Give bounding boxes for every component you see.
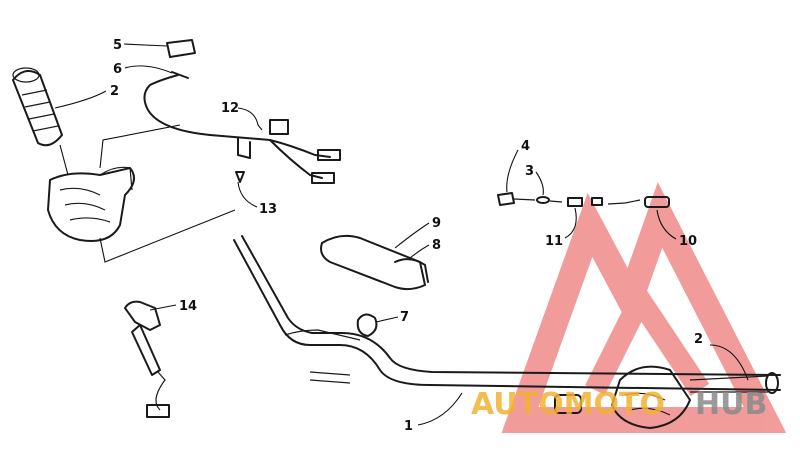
callout-2-left: 2	[110, 84, 119, 99]
callout-10: 10	[679, 234, 697, 249]
svg-text:AUTOMOTO: AUTOMOTO	[471, 387, 665, 422]
callout-6: 6	[113, 62, 122, 77]
leader-1	[417, 392, 463, 426]
callout-7: 7	[400, 310, 409, 325]
leader-3	[535, 171, 544, 196]
callout-11: 11	[545, 234, 563, 249]
connector-chain	[497, 192, 670, 208]
grip-sleeve	[320, 234, 429, 291]
leader-2-left	[54, 90, 107, 109]
watermark-text: AUTOMOTO HUB	[471, 387, 767, 422]
left-switch-housing	[47, 166, 135, 242]
handlebar-tube	[233, 235, 781, 391]
right-grip-assembly	[554, 365, 779, 429]
callout-3: 3	[525, 164, 534, 179]
svg-text:HUB: HUB	[695, 387, 767, 422]
callout-2-right: 2	[694, 332, 703, 347]
mounting-screw	[235, 171, 245, 183]
leader-14	[149, 304, 177, 311]
callout-9: 9	[432, 216, 441, 231]
leader-4	[506, 149, 519, 193]
left-grip	[12, 67, 63, 147]
wire-harness	[209, 119, 341, 184]
leader-6	[124, 65, 173, 74]
callout-12: 12	[221, 101, 239, 116]
watermark-logo	[501, 182, 787, 433]
callout-14: 14	[179, 299, 197, 314]
leader-11	[564, 207, 577, 239]
callout-13: 13	[259, 202, 277, 217]
leader-8	[409, 244, 430, 259]
leader-9	[394, 222, 430, 249]
leader-10	[656, 209, 677, 240]
callout-8: 8	[432, 238, 441, 253]
leader-13	[237, 181, 258, 208]
leader-2-right	[709, 344, 749, 381]
pad-part	[166, 39, 196, 58]
heater-cable	[143, 71, 211, 136]
leader-12	[237, 107, 263, 131]
callout-5: 5	[113, 38, 122, 53]
callout-4: 4	[521, 139, 530, 154]
callout-1: 1	[404, 419, 413, 434]
leader-5	[123, 43, 168, 47]
clamp-ring	[356, 313, 378, 337]
assembly-outline	[59, 124, 236, 263]
throttle-lever	[124, 300, 170, 418]
leader-7	[375, 316, 399, 323]
